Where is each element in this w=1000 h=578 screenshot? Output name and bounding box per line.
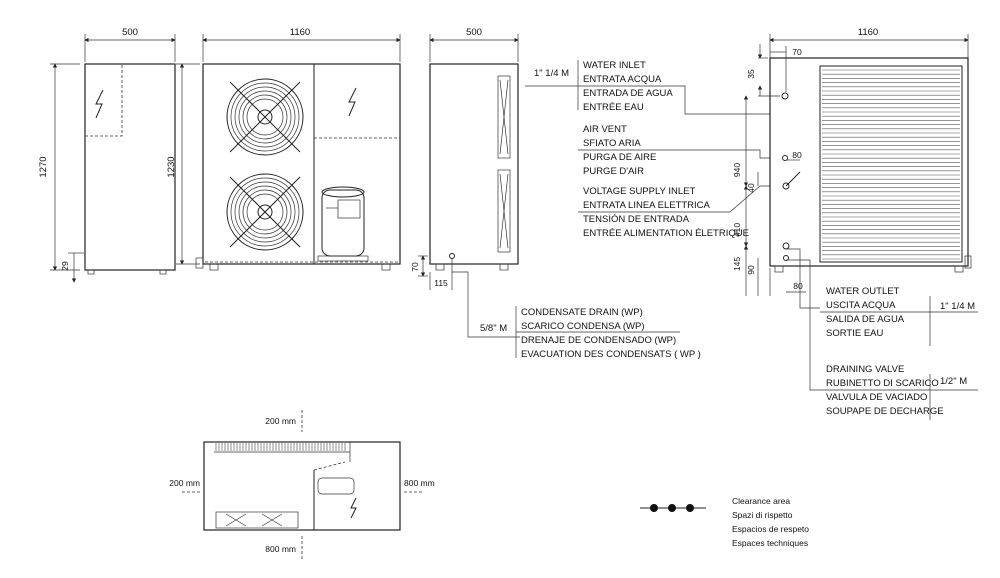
draining-valve-label: DRAINING VALVE RUBINETTO DI SCARICO VALV…: [820, 364, 978, 420]
svg-text:USCITA ACQUA: USCITA ACQUA: [826, 300, 896, 311]
coil-grille: [819, 65, 963, 263]
svg-text:ENTRADA DE AGUA: ENTRADA DE AGUA: [583, 88, 673, 99]
svg-text:SCARICO CONDENSA (WP): SCARICO CONDENSA (WP): [521, 321, 645, 332]
lightning-icon: [95, 89, 104, 119]
svg-text:PURGE D'AIR: PURGE D'AIR: [583, 166, 644, 177]
voltage-label: VOLTAGE SUPPLY INLET ENTRATA LINEA ELETT…: [578, 185, 784, 239]
dim-80-top: 80: [792, 150, 802, 160]
dim-940: 940: [732, 163, 742, 177]
svg-text:Clearance area: Clearance area: [732, 496, 790, 506]
dim-115: 115: [434, 278, 448, 288]
water-outlet-label: WATER OUTLET USCITA ACQUA SALIDA DE AGUA…: [820, 286, 978, 346]
air-vent-port: [782, 155, 788, 161]
fan-bottom: [226, 173, 304, 251]
svg-text:SOUPAPE DE DECHARGE: SOUPAPE DE DECHARGE: [826, 406, 944, 417]
side-view: 500 70 115: [410, 27, 520, 338]
left-side-view: 500 1270 29: [38, 27, 176, 283]
svg-text:PURGA DE AIRE: PURGA DE AIRE: [583, 152, 656, 163]
dot-icon: [686, 504, 694, 512]
svg-text:Spazi di rispetto: Spazi di rispetto: [732, 510, 793, 520]
svg-text:CONDENSATE DRAIN (WP): CONDENSATE DRAIN (WP): [521, 307, 643, 318]
svg-text:ENTRATA ACQUA: ENTRATA ACQUA: [583, 74, 662, 85]
svg-text:VOLTAGE SUPPLY INLET: VOLTAGE SUPPLY INLET: [583, 186, 695, 197]
right-body: [769, 57, 969, 267]
svg-text:SFIATO ARIA: SFIATO ARIA: [583, 138, 641, 149]
dim-500-left: 500: [122, 27, 138, 38]
svg-text:RUBINETTO DI SCARICO: RUBINETTO DI SCARICO: [826, 378, 939, 389]
svg-text:WATER OUTLET: WATER OUTLET: [826, 286, 900, 297]
water-outlet-size: 1" 1/4 M: [940, 301, 975, 312]
svg-text:DRAINING VALVE: DRAINING VALVE: [826, 364, 904, 375]
svg-text:TENSIÓN DE ENTRADA: TENSIÓN DE ENTRADA: [583, 214, 690, 225]
svg-text:SORTIE EAU: SORTIE EAU: [826, 328, 884, 339]
dim-35: 35: [746, 69, 756, 79]
front-body: [202, 63, 401, 265]
condensate-label: 5/8" M CONDENSATE DRAIN (WP) SCARICO CON…: [480, 306, 701, 360]
clearance-right: 800 mm: [404, 478, 435, 488]
plan-coil-fins: [215, 443, 346, 451]
condensate-size: 5/8" M: [480, 323, 507, 334]
dim-1230: 1230: [166, 156, 177, 177]
dim-40: 40: [746, 183, 756, 193]
svg-text:Espaces techniques: Espaces techniques: [732, 538, 808, 548]
clearance-plan: 200 mm 200 mm 800 mm 800 mm: [169, 410, 435, 560]
clearance-left: 200 mm: [169, 478, 200, 488]
left-side-body: [84, 63, 176, 271]
dot-icon: [668, 504, 676, 512]
water-inlet-port: [781, 92, 789, 100]
svg-text:EVACUATION DES CONDENSATS ( WP: EVACUATION DES CONDENSATS ( WP ): [521, 349, 701, 360]
svg-text:AIR VENT: AIR VENT: [583, 124, 627, 135]
dim-90: 90: [746, 265, 756, 275]
compressor: [317, 186, 369, 262]
svg-text:ENTRÉE EAU: ENTRÉE EAU: [583, 102, 644, 113]
plan-fan: [215, 511, 299, 529]
plan-body: [203, 441, 401, 531]
svg-text:Espacios de respeto: Espacios de respeto: [732, 524, 809, 534]
plan-compressor: [317, 477, 355, 495]
draining-valve-size: 1/2" M: [940, 376, 967, 387]
right-view: 1160 70 35 940 40 80 410 145: [732, 27, 972, 391]
dim-410: 410: [732, 223, 742, 237]
voltage-inlet-port: [782, 182, 790, 190]
svg-text:SALIDA DE AGUA: SALIDA DE AGUA: [826, 314, 905, 325]
svg-text:WATER INLET: WATER INLET: [583, 60, 646, 71]
clearance-bottom: 800 mm: [265, 544, 296, 554]
dim-500-side: 500: [466, 27, 482, 38]
front-view: 1160: [166, 27, 401, 271]
draining-valve-port: [783, 255, 789, 261]
dim-1160-right: 1160: [858, 27, 878, 38]
svg-text:ENTRÉE ALIMENTATION ÉLETRIQUE: ENTRÉE ALIMENTATION ÉLETRIQUE: [583, 228, 749, 239]
water-inlet-size: 1" 1/4 M: [534, 68, 569, 79]
dot-icon: [650, 504, 658, 512]
dim-145: 145: [732, 257, 742, 271]
clearance-top: 200 mm: [265, 416, 296, 426]
side-body: [429, 63, 519, 265]
dim-1270: 1270: [38, 156, 49, 177]
dim-70-right: 70: [792, 47, 802, 57]
clearance-legend: Clearance area Spazi di rispetto Espacio…: [640, 496, 809, 548]
coil-fins: [822, 69, 960, 260]
dim-29: 29: [60, 261, 70, 271]
lightning-icon: [350, 497, 357, 519]
fan-top: [226, 78, 304, 156]
svg-text:VALVULA DE VACIADO: VALVULA DE VACIADO: [826, 392, 927, 403]
water-inlet-label: 1" 1/4 M WATER INLET ENTRATA ACQUA ENTRA…: [525, 60, 782, 115]
dim-80-bottom: 80: [793, 281, 803, 291]
svg-text:ENTRATA LINEA ELETTRICA: ENTRATA LINEA ELETTRICA: [583, 200, 711, 211]
dim-70-side: 70: [410, 262, 420, 272]
air-vent-label: AIR VENT SFIATO ARIA PURGA DE AIRE PURGE…: [578, 124, 778, 177]
lightning-icon: [348, 87, 357, 117]
svg-text:DRENAJE DE CONDENSADO (WP): DRENAJE DE CONDENSADO (WP): [521, 335, 676, 346]
dim-1160-front: 1160: [290, 27, 310, 38]
